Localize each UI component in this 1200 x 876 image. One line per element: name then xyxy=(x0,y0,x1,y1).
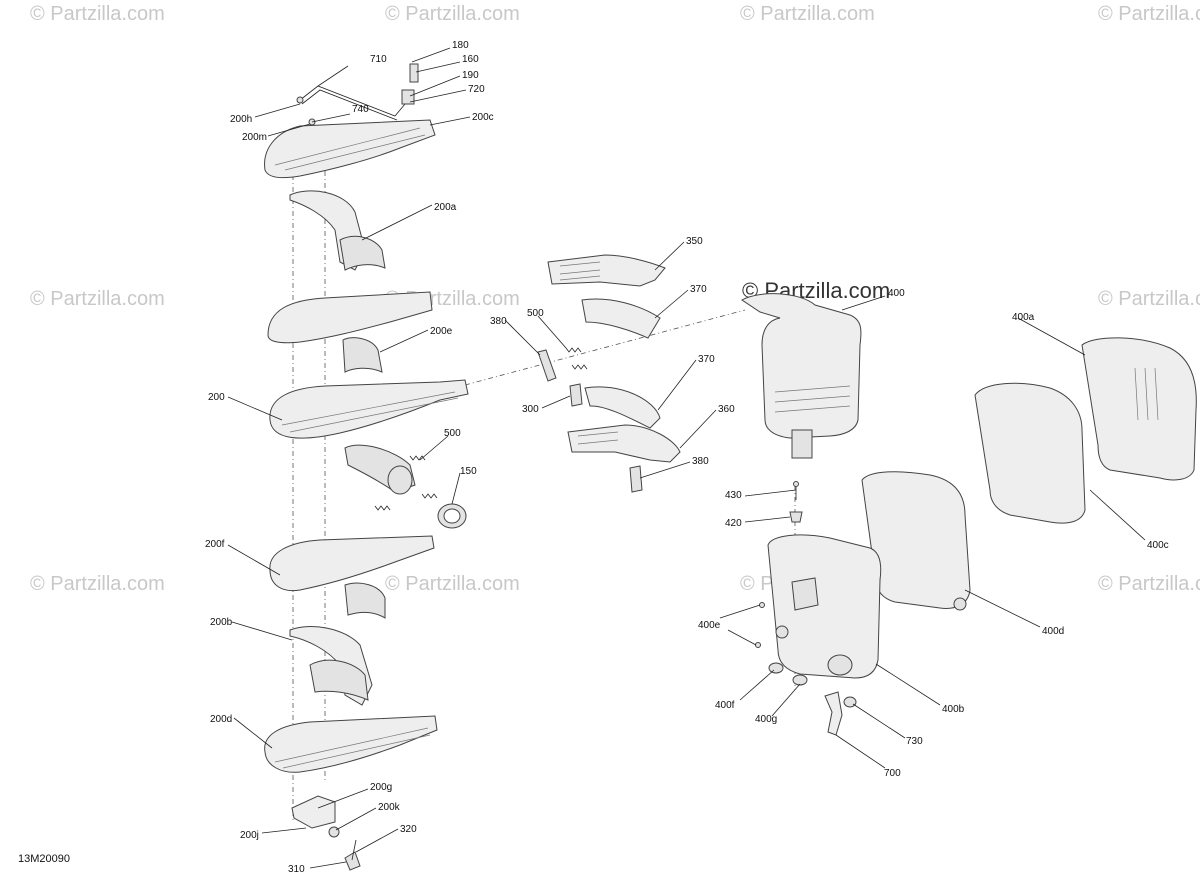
part-200g-bracket xyxy=(291,795,361,871)
watermark: © Partzilla.com xyxy=(385,573,520,595)
part-200-main-silencer xyxy=(269,379,469,495)
callout-400a: 400a xyxy=(1012,312,1035,323)
part-400d-cover xyxy=(861,471,971,611)
part-370-heat-shield-upper xyxy=(581,298,661,339)
part-350-heat-shield xyxy=(547,254,666,287)
callout-200b: 200b xyxy=(210,617,233,628)
part-400b-muffler-body xyxy=(767,534,882,679)
callout-200f: 200f xyxy=(205,539,225,550)
callout-200g: 200g xyxy=(370,782,392,793)
watermark: © Partzilla.com xyxy=(1098,3,1200,25)
callout-180: 180 xyxy=(452,40,469,51)
part-200b-heat-shield xyxy=(289,626,373,706)
part-500-springs-middle xyxy=(565,347,588,370)
callout-200k: 200k xyxy=(378,802,401,813)
callout-200: 200 xyxy=(208,392,225,403)
callout-300: 300 xyxy=(522,404,539,415)
part-430-screw xyxy=(793,481,799,500)
watermark: © Partzilla.com xyxy=(1098,573,1200,595)
part-400-muffler xyxy=(741,293,862,459)
callout-400g: 400g xyxy=(755,714,777,725)
callout-150: 150 xyxy=(460,466,477,477)
watermark: © Partzilla.com xyxy=(30,288,165,310)
watermark: © Partzilla.com xyxy=(385,3,520,25)
part-200e-shield xyxy=(267,291,433,373)
diagram-code: 13M20090 xyxy=(18,853,70,865)
callout-700: 700 xyxy=(884,768,901,779)
callout-200e: 200e xyxy=(430,326,453,337)
callout-310: 310 xyxy=(288,864,305,875)
callout-200j: 200j xyxy=(240,830,259,841)
part-730-nut xyxy=(843,696,857,708)
watermark: © Partzilla.com xyxy=(740,3,875,25)
callout-400: 400 xyxy=(888,288,905,299)
assembly-axes xyxy=(292,135,796,820)
callout-400c: 400c xyxy=(1147,540,1169,551)
part-380-clamp-upper xyxy=(537,349,557,382)
callout-370: 370 xyxy=(698,354,715,365)
callout-380: 380 xyxy=(490,316,507,327)
watermark: © Partzilla.com xyxy=(30,573,165,595)
callout-160: 160 xyxy=(462,54,479,65)
leader-lines xyxy=(227,47,1146,869)
callout-400f: 400f xyxy=(715,700,735,711)
part-420-grommet xyxy=(789,511,803,523)
callout-200m: 200m xyxy=(242,132,267,143)
callout-370: 370 xyxy=(690,284,707,295)
callout-200a: 200a xyxy=(434,202,457,213)
callout-730: 730 xyxy=(906,736,923,747)
part-370-heat-shield-lower xyxy=(584,386,661,429)
callout-720: 720 xyxy=(468,84,485,95)
callout-200d: 200d xyxy=(210,714,232,725)
part-700-bracket xyxy=(824,691,843,736)
callout-200h: 200h xyxy=(230,114,252,125)
part-400c-cover xyxy=(974,382,1086,524)
callout-320: 320 xyxy=(400,824,417,835)
callout-710: 710 xyxy=(370,54,387,65)
part-710-bracket-rod xyxy=(296,63,419,126)
part-300-gasket xyxy=(569,383,583,407)
callout-350: 350 xyxy=(686,236,703,247)
part-500-springs-left xyxy=(374,455,438,511)
part-400f-grommet xyxy=(768,662,784,674)
callout-190: 190 xyxy=(462,70,479,81)
part-200d-lower-shield xyxy=(264,715,438,773)
part-200c-upper-shield xyxy=(264,119,436,179)
part-200f-shield xyxy=(269,535,435,619)
watermark: © Partzilla.com xyxy=(1098,288,1200,310)
watermark: © Partzilla.com xyxy=(30,3,165,25)
part-360-heat-shield xyxy=(567,424,681,463)
callout-380: 380 xyxy=(692,456,709,467)
callout-400b: 400b xyxy=(942,704,965,715)
callout-labels: 710 180 160 190 720 740 200h 200m 200c 2… xyxy=(205,40,1169,875)
callout-400d: 400d xyxy=(1042,626,1064,637)
callout-200c: 200c xyxy=(472,112,494,123)
callout-360: 360 xyxy=(718,404,735,415)
part-400a-cover xyxy=(1081,337,1197,481)
callout-400e: 400e xyxy=(698,620,721,631)
part-150-gasket xyxy=(437,503,467,529)
callout-500: 500 xyxy=(527,308,544,319)
callout-740: 740 xyxy=(352,104,369,115)
callout-430: 430 xyxy=(725,490,742,501)
part-380-clamp-lower xyxy=(629,465,643,493)
part-400g-grommet xyxy=(792,674,808,686)
callout-500: 500 xyxy=(444,428,461,439)
part-400e-screws xyxy=(755,602,765,648)
callout-420: 420 xyxy=(725,518,742,529)
part-200a-heat-shield xyxy=(289,190,386,271)
